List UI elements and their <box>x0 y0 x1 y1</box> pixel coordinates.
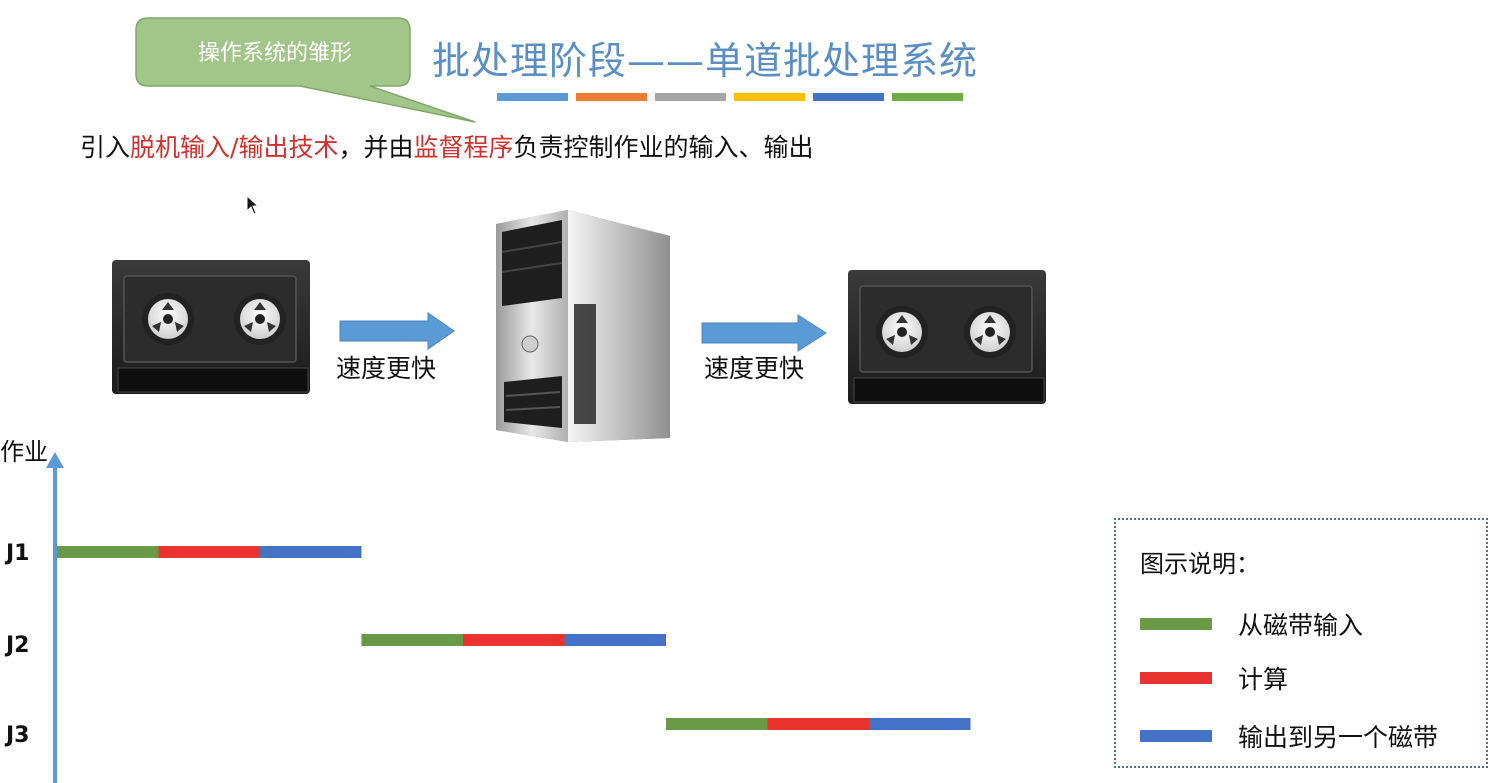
legend-swatch-compute <box>1140 672 1212 684</box>
legend-swatch-output <box>1140 730 1212 742</box>
legend-item-output: 输出到另一个磁带 <box>1140 716 1438 756</box>
gantt-bar-j2-output <box>565 634 667 646</box>
gantt-bar-j2-compute <box>463 634 565 646</box>
legend-label-output: 输出到另一个磁带 <box>1238 718 1438 754</box>
gantt-bar-j1-compute <box>159 546 261 558</box>
gantt-bar-j2-input <box>362 634 464 646</box>
gantt-bar-j3-compute <box>768 718 870 730</box>
legend-item-input: 从磁带输入 <box>1140 604 1363 644</box>
legend-item-compute: 计算 <box>1140 658 1288 698</box>
legend-label-compute: 计算 <box>1238 660 1288 696</box>
legend-box: 图示说明： 从磁带输入 计算 输出到另一个磁带 <box>1114 518 1488 768</box>
legend-swatch-input <box>1140 618 1212 630</box>
gantt-bar-j1-input <box>57 546 159 558</box>
gantt-chart <box>0 0 1100 783</box>
legend-title: 图示说明： <box>1140 544 1260 579</box>
legend-label-input: 从磁带输入 <box>1238 606 1363 642</box>
gantt-bar-j3-output <box>869 718 971 730</box>
gantt-bar-j1-output <box>260 546 362 558</box>
gantt-bar-j3-input <box>666 718 768 730</box>
